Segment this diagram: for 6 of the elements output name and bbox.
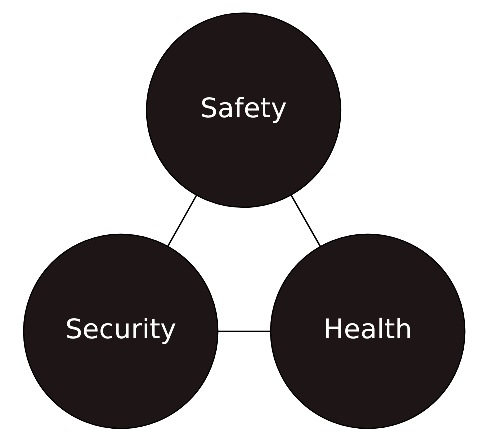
node-circle: Security (22, 234, 218, 430)
node-circle: Safety (146, 12, 342, 208)
connector (290, 194, 321, 248)
node-circle: Health (270, 234, 466, 430)
connector (218, 330, 270, 332)
connector (166, 195, 197, 247)
